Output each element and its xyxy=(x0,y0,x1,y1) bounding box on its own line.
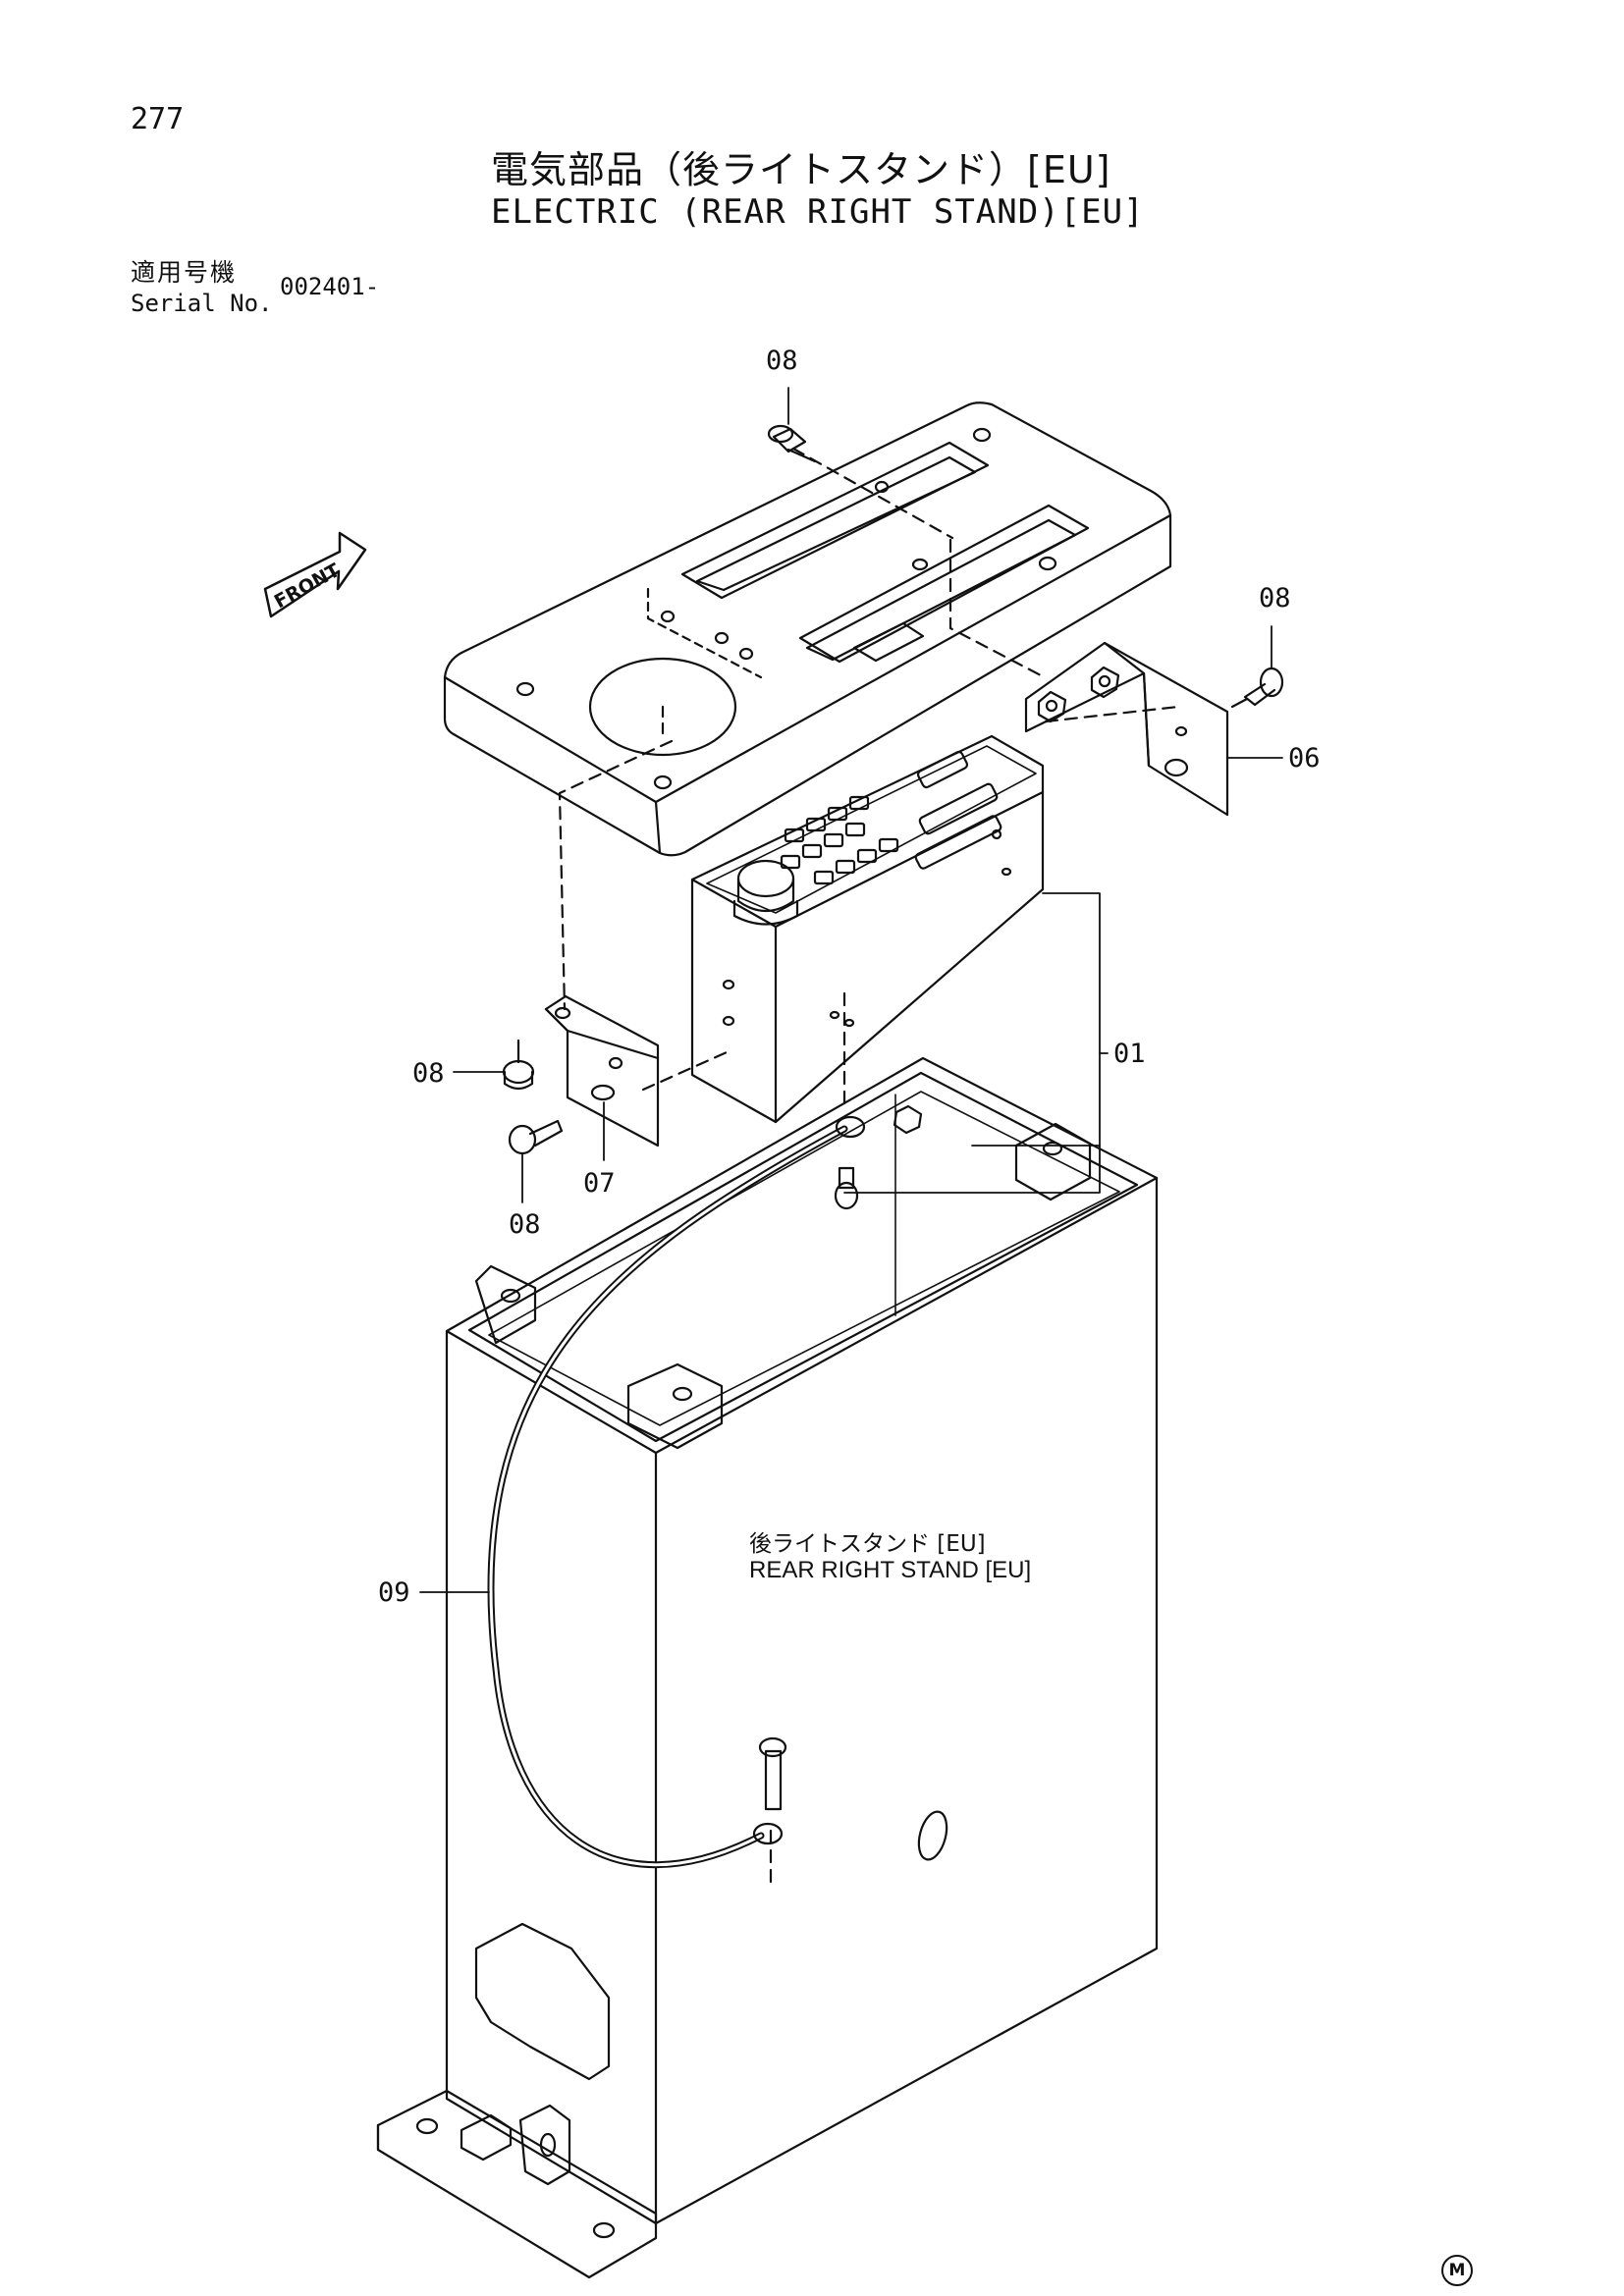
control-unit-01 xyxy=(690,734,1045,1124)
ground-cable-09 xyxy=(487,1115,866,1869)
serial-number-value: 002401- xyxy=(280,273,380,300)
page-number: 277 xyxy=(131,102,185,136)
callout-08-left: 08 xyxy=(412,1058,445,1089)
screw-ground-08 xyxy=(834,1166,859,1210)
assembly-guide-lines xyxy=(558,447,1180,1892)
m-mark-badge: M xyxy=(1441,2255,1473,2286)
screw-left-08 xyxy=(502,1039,535,1091)
callout-09: 09 xyxy=(378,1577,410,1608)
serial-label-en: Serial No. xyxy=(131,290,273,317)
callout-leader-lines xyxy=(419,387,1283,1593)
screw-lower-08 xyxy=(508,1119,564,1155)
callout-07: 07 xyxy=(583,1168,616,1199)
callout-08-right: 08 xyxy=(1259,583,1291,614)
page-title-jp: 電気部品（後ライトスタンド）[EU] xyxy=(491,148,1111,191)
callout-06: 06 xyxy=(1288,743,1321,774)
assembly-label-en: REAR RIGHT STAND [EU] xyxy=(749,1557,1032,1583)
top-plate xyxy=(443,401,1172,857)
screw-right-08 xyxy=(1230,667,1284,709)
callout-08-top: 08 xyxy=(766,346,798,376)
front-arrow-icon: FRONT xyxy=(263,531,367,618)
page-title-en: ELECTRIC (REAR RIGHT STAND)[EU] xyxy=(491,192,1145,232)
callout-01: 01 xyxy=(1113,1039,1146,1069)
bracket-07 xyxy=(544,994,660,1148)
serial-label-jp: 適用号機 xyxy=(131,258,238,287)
bracket-06 xyxy=(1024,641,1229,817)
assembly-label-jp: 後ライトスタンド [EU] xyxy=(749,1531,986,1557)
screw-top-08 xyxy=(767,424,817,463)
callout-08-bottom: 08 xyxy=(509,1209,541,1240)
rear-right-stand xyxy=(376,1056,1159,2279)
